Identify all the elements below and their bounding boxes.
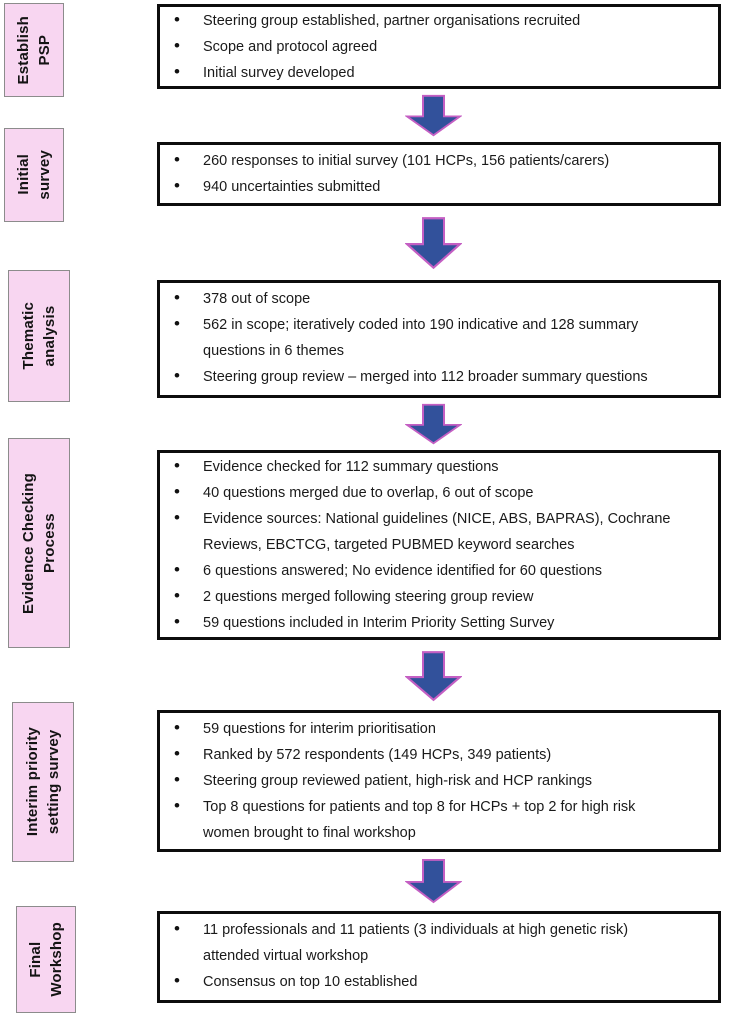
down-arrow-icon (405, 94, 462, 137)
bullet-item: Evidence sources: National guidelines (N… (174, 505, 712, 558)
bullet-item: 40 questions merged due to overlap, 6 ou… (174, 479, 712, 506)
stage-label-final-workshop: Final Workshop (16, 906, 76, 1013)
bullet-list: 260 responses to initial survey (101 HCP… (160, 145, 718, 200)
stage-label-text: Establish PSP (15, 15, 53, 85)
bullet-list: 11 professionals and 11 patients (3 indi… (160, 914, 718, 995)
bullet-list: Evidence checked for 112 summary questio… (160, 453, 718, 636)
bullet-item: Consensus on top 10 established (174, 968, 712, 995)
bullet-item: 59 questions for interim prioritisation (174, 715, 712, 742)
down-arrow-icon (405, 651, 462, 702)
bullet-item: 11 professionals and 11 patients (3 indi… (174, 916, 712, 969)
bullet-item: Ranked by 572 respondents (149 HCPs, 349… (174, 741, 712, 768)
bullet-item: 6 questions answered; No evidence identi… (174, 557, 712, 584)
stage-label-initial-survey: Initial survey (4, 128, 64, 222)
stage-label-interim-priority-setting-survey: Interim priority setting survey (12, 702, 74, 862)
bullet-item: 59 questions included in Interim Priorit… (174, 609, 712, 636)
bullet-item: 2 questions merged following steering gr… (174, 583, 712, 610)
stage-label-text: Interim priority setting survey (24, 727, 62, 837)
bullet-item: 260 responses to initial survey (101 HCP… (174, 147, 712, 174)
bullet-item: 378 out of scope (174, 285, 712, 312)
bullet-item: Steering group established, partner orga… (174, 7, 712, 34)
bullet-item: Steering group reviewed patient, high-ri… (174, 767, 712, 794)
stage-box-final-workshop: 11 professionals and 11 patients (3 indi… (157, 911, 721, 1003)
stage-label-text: Thematic analysis (20, 302, 58, 370)
stage-box-establish-psp: Steering group established, partner orga… (157, 4, 721, 89)
bullet-item: Steering group review – merged into 112 … (174, 363, 712, 390)
stage-box-interim-priority-setting-survey: 59 questions for interim prioritisationR… (157, 710, 721, 852)
stage-label-text: Evidence Checking Process (20, 472, 58, 614)
flow-arrow-4 (405, 650, 462, 702)
stage-box-thematic-analysis: 378 out of scope562 in scope; iterativel… (157, 280, 721, 398)
bullet-item: 940 uncertainties submitted (174, 173, 712, 200)
bullet-list: Steering group established, partner orga… (160, 7, 718, 86)
flow-arrow-2 (405, 216, 462, 270)
down-arrow-icon (405, 403, 462, 445)
flow-arrow-3 (405, 403, 462, 445)
bullet-item: 562 in scope; iteratively coded into 190… (174, 311, 712, 364)
down-arrow-icon (405, 217, 462, 270)
stage-box-evidence-checking-process: Evidence checked for 112 summary questio… (157, 450, 721, 640)
flow-arrow-1 (405, 94, 462, 137)
stage-label-thematic-analysis: Thematic analysis (8, 270, 70, 402)
stage-box-initial-survey: 260 responses to initial survey (101 HCP… (157, 142, 721, 206)
down-arrow-icon (405, 858, 462, 904)
stage-label-evidence-checking-process: Evidence Checking Process (8, 438, 70, 648)
bullet-item: Top 8 questions for patients and top 8 f… (174, 793, 712, 846)
bullet-item: Evidence checked for 112 summary questio… (174, 453, 712, 480)
flow-arrow-5 (405, 858, 462, 904)
bullet-list: 59 questions for interim prioritisationR… (160, 713, 718, 846)
stage-label-text: Final Workshop (27, 922, 65, 997)
bullet-item: Initial survey developed (174, 59, 712, 86)
stage-label-text: Initial survey (15, 150, 53, 200)
bullet-list: 378 out of scope562 in scope; iterativel… (160, 283, 718, 390)
bullet-item: Scope and protocol agreed (174, 33, 712, 60)
stage-label-establish-psp: Establish PSP (4, 3, 64, 97)
